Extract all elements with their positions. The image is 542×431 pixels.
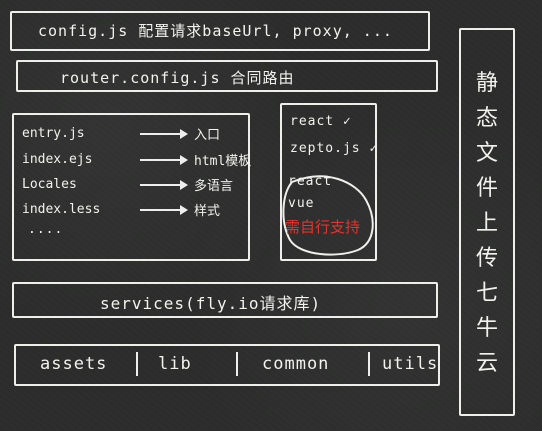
config-label: config.js 配置请求baseUrl, proxy, ... <box>38 22 393 40</box>
entries-box <box>12 113 250 261</box>
services-label: services(fly.io请求库) <box>100 294 322 313</box>
side-char: 态 <box>475 106 498 131</box>
entry-file: index.less <box>22 202 101 217</box>
cloud-outline <box>282 175 374 256</box>
entry-file: Locales <box>22 177 77 192</box>
module-utils: utils <box>382 354 439 374</box>
entry-target: 样式 <box>194 204 221 219</box>
arrow-icon <box>140 154 188 165</box>
cloud-item: react <box>288 174 333 189</box>
arrow-icon <box>140 204 188 215</box>
side-char: 云 <box>475 351 498 376</box>
services-box <box>12 282 438 318</box>
entry-row: index.less 样式 <box>22 200 220 219</box>
side-char: 静 <box>475 71 498 96</box>
static-files-label: 静 态 文 件 上 传 七 牛 云 <box>469 66 505 381</box>
arrow-icon <box>140 128 188 139</box>
side-char: 件 <box>475 176 498 201</box>
module-divider <box>236 352 238 376</box>
entry-row: Locales 多语言 <box>22 175 233 194</box>
entry-file: index.ejs <box>22 152 93 167</box>
side-char: 文 <box>475 141 498 166</box>
side-char: 七 <box>475 281 498 306</box>
module-divider <box>136 352 138 376</box>
libs-box <box>280 103 377 261</box>
module-lib: lib <box>158 354 192 374</box>
side-char: 牛 <box>475 316 498 341</box>
router-label: router.config.js 合同路由 <box>60 69 295 87</box>
entry-file: entry.js <box>22 126 85 141</box>
modules-box <box>14 344 440 386</box>
module-common: common <box>262 354 330 374</box>
entry-row: index.ejs html模板 <box>22 150 251 169</box>
entry-row: entry.js 入口 <box>22 124 220 143</box>
module-divider <box>368 352 370 376</box>
cloud-item: vue <box>288 196 315 211</box>
config-box <box>10 11 430 51</box>
cloud-note: 需自行支持 <box>285 218 361 236</box>
arrow-icon <box>140 179 188 190</box>
lib-item: react ✓ <box>290 114 352 129</box>
side-char: 传 <box>475 246 498 271</box>
entry-target: 多语言 <box>194 179 234 194</box>
static-files-box <box>459 28 515 416</box>
lib-item: zepto.js ✓ <box>290 141 379 156</box>
module-assets: assets <box>40 354 108 374</box>
entry-target: 入口 <box>194 128 221 143</box>
side-char: 上 <box>475 211 498 236</box>
entry-target: html模板 <box>194 154 252 169</box>
router-box <box>16 60 438 92</box>
entries-more: .... <box>28 222 64 237</box>
